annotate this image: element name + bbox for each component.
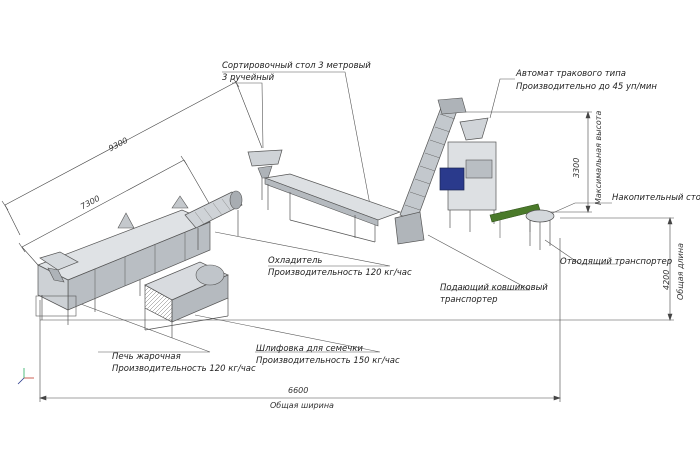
roasting-oven-sublabel: Производительность 120 кг/час [112, 364, 256, 374]
storage-table [525, 209, 555, 250]
cooler-label: Охладитель [268, 256, 323, 266]
cooler-sublabel: Производительность 120 кг/час [268, 268, 412, 278]
sorting-table-label: Сортировочный стол 3 метровый [222, 61, 371, 71]
dimension-4200-label: Общая длина [676, 243, 685, 300]
dimension-4200 [40, 217, 674, 321]
discharge-conveyor-label: Отводящий транспортер [560, 257, 673, 267]
roasting-oven-label: Печь жарочная [112, 352, 181, 362]
bucket-conveyor [394, 97, 467, 245]
sorting-table-sublabel: 3 ручейный [222, 73, 275, 83]
dimension-6600-value: 6600 [288, 386, 309, 395]
dimension-3300-value: 3300 [572, 157, 581, 178]
leader-lines [69, 71, 618, 353]
dimension-7300 [18, 155, 211, 266]
seed-polisher-sublabel: Производительность 150 кг/час [256, 356, 400, 366]
seed-polisher [144, 261, 229, 338]
bucket-conveyor-sublabel: транспортер [440, 295, 498, 305]
packing-machine [439, 117, 497, 232]
dimension-3300-label: Максимальная высота [594, 110, 603, 205]
dimension-4200-value: 4200 [662, 269, 671, 290]
cooler [184, 190, 243, 250]
dimension-6600-label: Общая ширина [270, 401, 334, 410]
packing-machine-sublabel: Производительно до 45 уп/мин [516, 82, 657, 92]
seed-polisher-label: Шлифовка для семечки [256, 344, 363, 354]
bucket-conveyor-label: Подающий ковшиковый [440, 283, 548, 293]
dimension-9300 [1, 77, 263, 236]
packing-machine-label: Автомат тракового типа [516, 69, 626, 79]
axis-triad-icon [17, 368, 34, 385]
roasting-oven [35, 195, 211, 325]
sorting-table [247, 149, 402, 243]
storage-table-label: Накопительный стол [612, 193, 700, 203]
